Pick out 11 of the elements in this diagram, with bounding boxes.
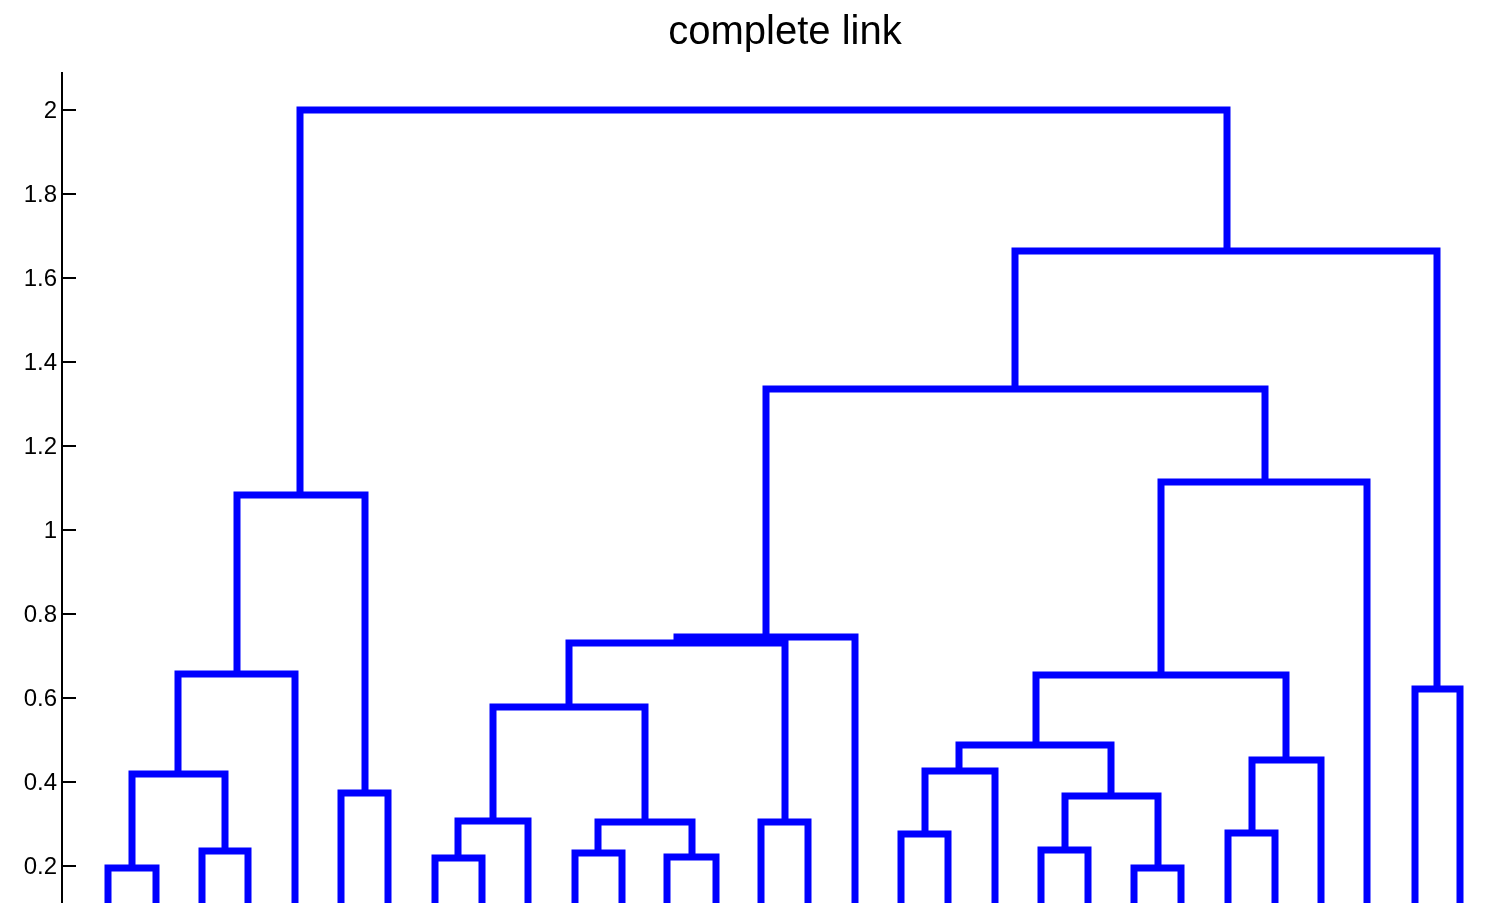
axis-tick-label: 1.6 <box>23 264 57 292</box>
axis-tick-label: 0.2 <box>23 852 57 880</box>
axis-tick-label: 1.4 <box>23 348 57 376</box>
chart-title: complete link <box>667 8 903 53</box>
axis-tick-label: 1.2 <box>23 432 57 460</box>
axis-tick-label: 1 <box>43 516 57 544</box>
axis-tick-label: 0.6 <box>23 684 57 712</box>
axis-tick-label: 2 <box>43 96 57 124</box>
axis-tick-label: 0.4 <box>23 768 57 796</box>
axis-tick-label: 0.8 <box>23 600 57 628</box>
axis-tick-label: 1.8 <box>23 180 57 208</box>
